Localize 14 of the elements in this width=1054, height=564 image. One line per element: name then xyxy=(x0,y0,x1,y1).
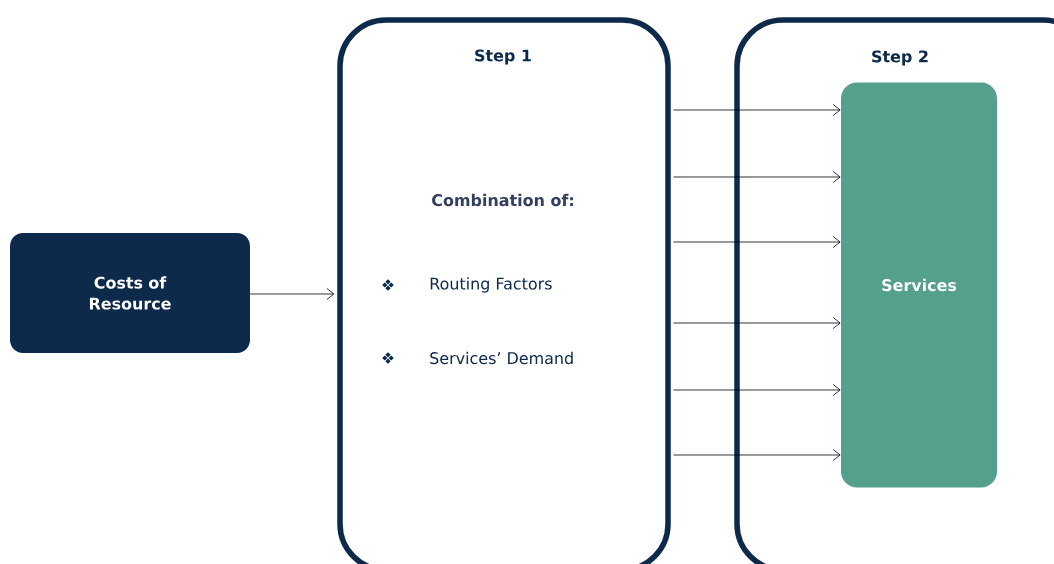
arrow xyxy=(673,171,841,183)
arrow xyxy=(673,449,841,461)
arrow xyxy=(673,384,841,396)
arrow xyxy=(673,236,841,248)
service-box: Services xyxy=(841,82,997,488)
step-heading: Step 2 xyxy=(872,50,928,66)
arrow xyxy=(673,317,841,329)
bullet-item: Routing Factors xyxy=(430,277,552,293)
process-box: Costs of Resource xyxy=(10,233,250,353)
arrow xyxy=(673,104,841,116)
subheading: Combination of: xyxy=(432,193,573,207)
bullet-item: Services’ Demand xyxy=(430,351,573,365)
step-heading: Step 1 xyxy=(475,49,531,65)
arrow xyxy=(249,288,335,300)
